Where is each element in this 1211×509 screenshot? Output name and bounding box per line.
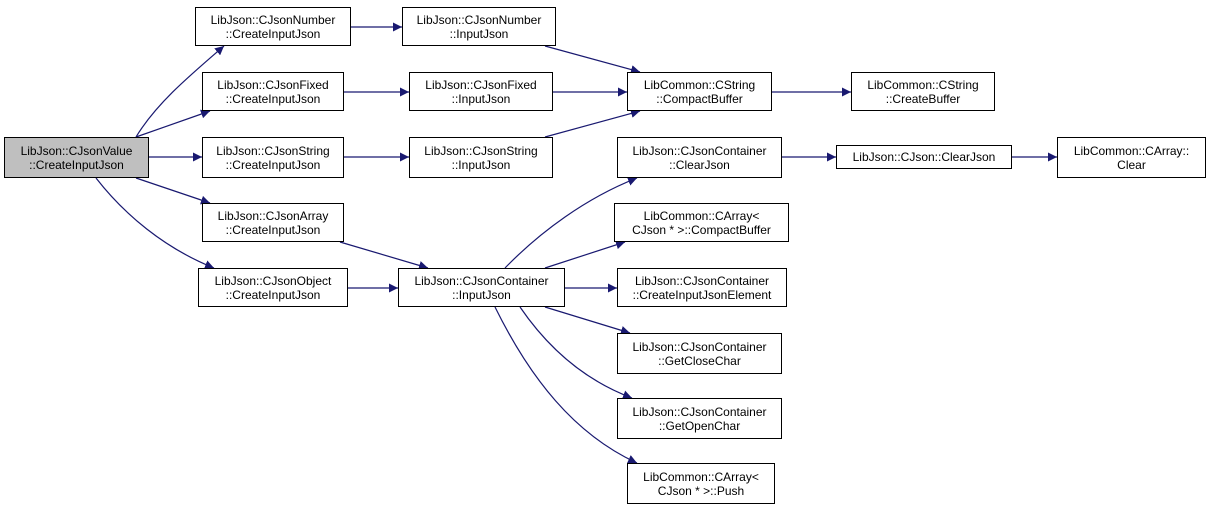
graph-node-label: ::CreateInputJson (225, 222, 321, 237)
graph-node-label: LibJson::CJsonFixed (217, 77, 329, 92)
graph-node-label: LibCommon::CString (867, 77, 979, 92)
graph-node-label: ::InputJson (451, 157, 511, 172)
graph-node-label: LibJson::CJsonArray (217, 208, 329, 223)
graph-node-label: CJson * >::Push (657, 483, 745, 498)
graph-node-n19[interactable]: LibCommon::CArray<CJson * >::Push (627, 463, 775, 504)
graph-node-n9[interactable]: LibJson::CJsonContainer::InputJson (398, 268, 565, 307)
graph-node-label: LibJson::CJson::ClearJson (852, 150, 996, 164)
graph-node-n12[interactable]: LibJson::CJsonContainer::ClearJson (617, 137, 782, 178)
graph-node-label: LibJson::CJsonFixed (425, 77, 537, 92)
graph-node-label: ::ClearJson (669, 157, 730, 172)
edge-n0-n1 (135, 45, 225, 138)
graph-node-label: ::CompactBuffer (656, 91, 743, 106)
graph-node-label: CJson * >::CompactBuffer (632, 222, 771, 237)
graph-node-n13[interactable]: LibJson::CJson::ClearJson (836, 145, 1012, 169)
graph-node-label: LibCommon::CString (643, 77, 756, 92)
edge-n0-n2 (135, 109, 211, 138)
graph-node-label: LibJson::CJsonContainer (414, 273, 549, 288)
edge-n0-n4 (135, 177, 211, 205)
graph-node-label: LibJson::CJsonContainer (632, 404, 767, 419)
graph-node-n15[interactable]: LibCommon::CArray<CJson * >::CompactBuff… (614, 203, 789, 242)
graph-node-label: ::CreateInputJsonElement (632, 287, 772, 302)
graph-node-n10[interactable]: LibCommon::CString::CompactBuffer (627, 72, 772, 111)
graph-node-label: LibCommon::CArray< (643, 469, 759, 484)
graph-node-label: ::CreateInputJson (225, 287, 321, 302)
graph-node-n5[interactable]: LibJson::CJsonObject::CreateInputJson (198, 268, 348, 307)
graph-node-label: LibJson::CJsonObject (214, 273, 332, 288)
graph-node-n14[interactable]: LibCommon::CArray::Clear (1057, 137, 1206, 178)
graph-node-n4[interactable]: LibJson::CJsonArray::CreateInputJson (202, 203, 344, 242)
graph-node-label: ::GetCloseChar (658, 353, 741, 368)
graph-node-n7[interactable]: LibJson::CJsonFixed::InputJson (409, 72, 553, 111)
edge-n9-n17 (544, 306, 631, 335)
graph-node-n0[interactable]: LibJson::CJsonValue::CreateInputJson (4, 137, 149, 178)
edge-n9-n18 (519, 306, 633, 400)
graph-node-n11[interactable]: LibCommon::CString::CreateBuffer (851, 72, 995, 111)
graph-node-label: ::InputJson (449, 26, 509, 41)
graph-node-n17[interactable]: LibJson::CJsonContainer::GetCloseChar (617, 333, 782, 374)
edge-n9-n19 (494, 306, 638, 464)
graph-node-label: ::CreateInputJson (29, 157, 124, 172)
graph-node-label: LibJson::CJsonContainer (632, 143, 767, 158)
graph-node-n18[interactable]: LibJson::CJsonContainer::GetOpenChar (617, 398, 782, 439)
edge-n9-n12 (504, 177, 638, 269)
edge-n6-n10 (544, 45, 641, 74)
graph-node-label: LibJson::CJsonNumber (416, 12, 542, 27)
edge-n8-n10 (544, 109, 641, 138)
graph-node-n6[interactable]: LibJson::CJsonNumber::InputJson (402, 7, 556, 46)
graph-node-label: ::CreateBuffer (885, 91, 961, 106)
graph-node-label: ::InputJson (452, 287, 511, 302)
graph-node-label: LibJson::CJsonContainer (632, 339, 767, 354)
graph-node-n8[interactable]: LibJson::CJsonString::InputJson (409, 137, 553, 178)
graph-node-label: LibJson::CJsonNumber (210, 12, 336, 27)
graph-node-n16[interactable]: LibJson::CJsonContainer::CreateInputJson… (617, 268, 787, 307)
edge-n4-n9 (339, 241, 429, 270)
graph-node-label: LibJson::CJsonValue (20, 143, 133, 158)
graph-node-label: ::CreateInputJson (225, 91, 321, 106)
graph-node-label: Clear (1117, 157, 1146, 172)
graph-node-label: ::CreateInputJson (225, 157, 321, 172)
graph-node-label: LibCommon::CArray:: (1073, 143, 1190, 158)
graph-node-n3[interactable]: LibJson::CJsonString::CreateInputJson (202, 137, 344, 178)
graph-node-label: LibJson::CJsonString (424, 143, 538, 158)
graph-node-label: ::CreateInputJson (225, 26, 321, 41)
graph-node-n2[interactable]: LibJson::CJsonFixed::CreateInputJson (202, 72, 344, 111)
graph-node-n1[interactable]: LibJson::CJsonNumber::CreateInputJson (195, 7, 351, 46)
graph-node-label: LibJson::CJsonContainer (634, 273, 770, 288)
graph-node-label: ::GetOpenChar (658, 418, 741, 433)
edge-n9-n15 (544, 240, 626, 269)
graph-node-label: LibJson::CJsonString (216, 143, 330, 158)
edge-n0-n5 (95, 177, 215, 269)
graph-node-label: LibCommon::CArray< (643, 208, 760, 223)
graph-node-label: ::InputJson (451, 91, 511, 106)
